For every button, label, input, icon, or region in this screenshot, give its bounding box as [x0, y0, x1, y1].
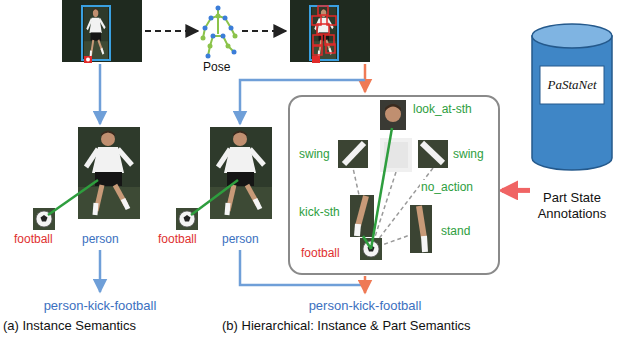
part-state-label: swing	[452, 147, 485, 161]
connector-arrow	[502, 188, 530, 193]
part-state-label: football	[300, 246, 341, 260]
cylinder-top	[532, 24, 612, 48]
cylinder-body	[532, 36, 612, 170]
figure-label: Pose	[203, 60, 230, 75]
cylinder-outline	[530, 22, 614, 172]
database-name: PaStaNet	[530, 77, 614, 93]
result-label: person-kick-football	[20, 298, 180, 313]
part-state-label: kick-sth	[298, 205, 341, 219]
object-label: football	[158, 232, 197, 247]
part-state-label: swing	[298, 147, 331, 161]
result-label: person-kick-football	[290, 298, 440, 313]
object-label: person	[82, 232, 119, 247]
database-caption: Part State Annotations	[530, 190, 614, 222]
object-label: person	[222, 232, 259, 247]
part-state-label: no_action	[420, 180, 474, 194]
part-state-label: look_at-sth	[412, 102, 473, 116]
part-state-label: stand	[440, 224, 471, 238]
object-label: football	[14, 232, 53, 247]
database-cylinder: PaStaNetPart State Annotations	[530, 22, 614, 237]
part-state-region: look_at-sthswing swing no_action kick-sth st…	[288, 95, 500, 275]
panel-caption: (a) Instance Semantics	[3, 318, 136, 333]
panel-caption: (b) Hierarchical: Instance & Part Semant…	[222, 318, 471, 333]
